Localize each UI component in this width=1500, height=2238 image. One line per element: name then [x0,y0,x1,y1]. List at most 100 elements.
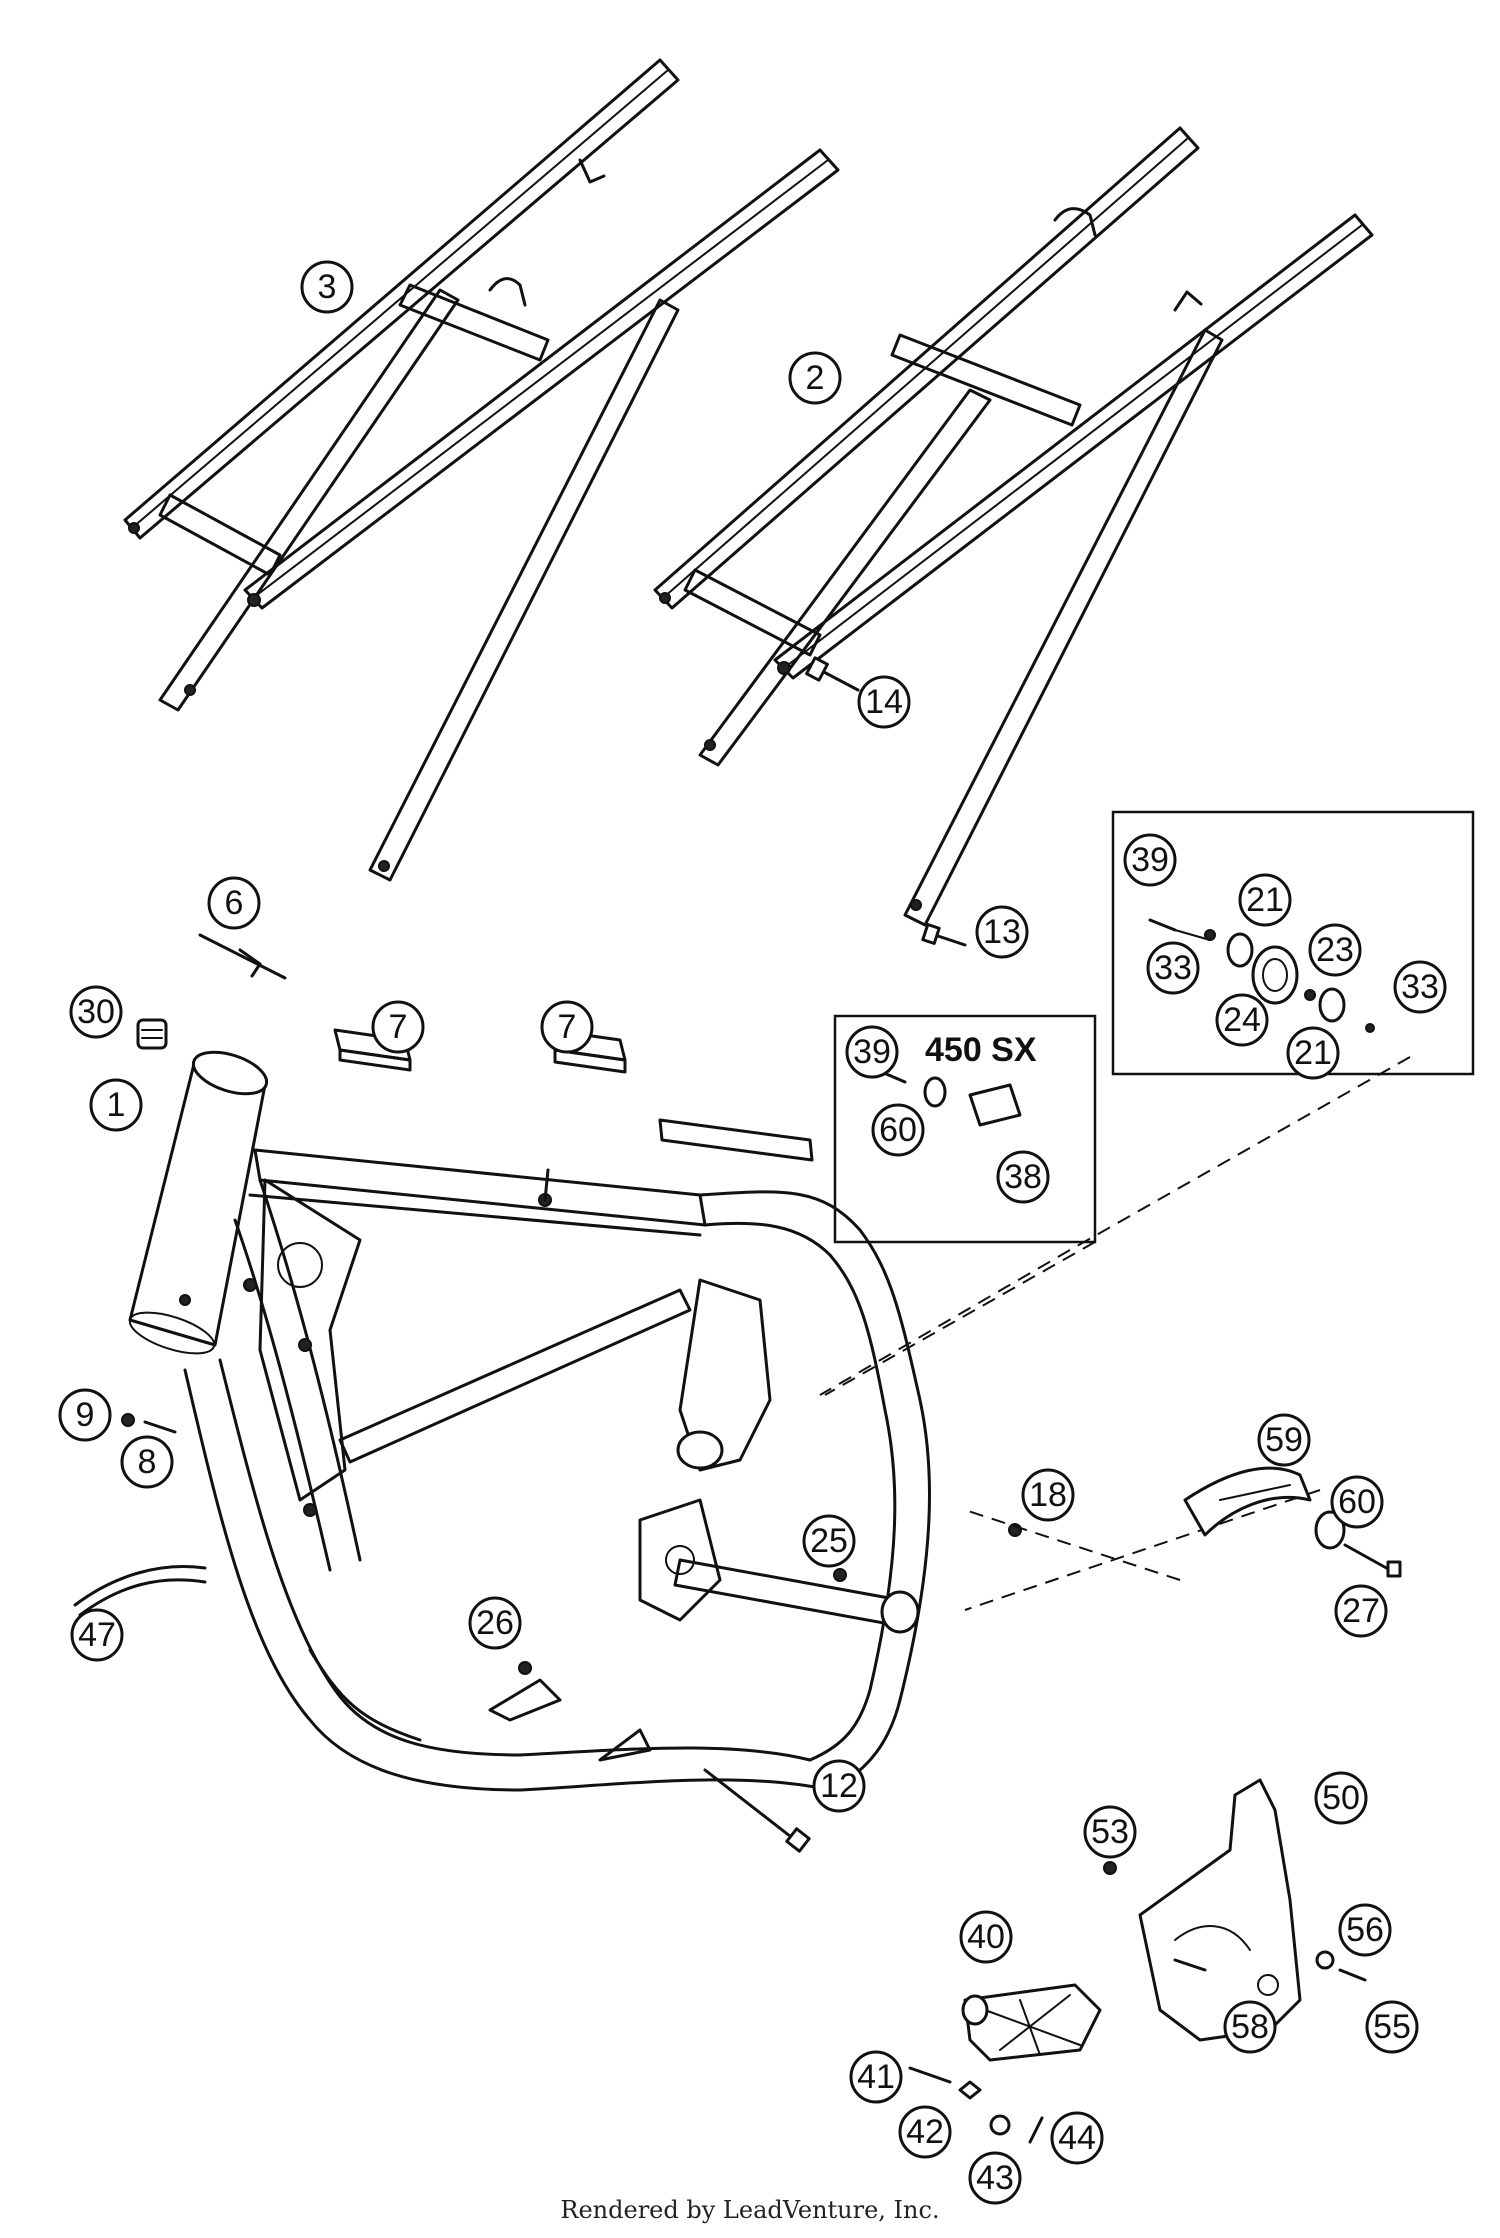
callout-8-label: 8 [138,1443,157,1481]
inset-box-450sx: 450 SX [833,1014,1097,1244]
guard-part-50 [1138,1778,1302,2042]
callout-14: 14 [857,675,911,729]
grommet-part-30 [136,1018,168,1050]
callout-24: 24 [1215,993,1269,1047]
callout-55-label: 55 [1373,2008,1411,2046]
callout-21a-label: 21 [1246,881,1284,919]
bolt-part-12 [703,1768,811,1853]
callout-27-label: 27 [1342,1592,1380,1630]
callout-14-label: 14 [865,683,903,721]
callout-21b-label: 21 [1294,1034,1332,1072]
callout-7-left: 7 [371,1000,425,1054]
callout-41-label: 41 [857,2058,895,2096]
callout-39-inset: 39 [1123,833,1177,887]
callout-60-inset: 60 [871,1103,925,1157]
callout-43-label: 43 [976,2159,1014,2197]
callout-7-right: 7 [540,1000,594,1054]
screw-part-58 [1173,1958,1207,1972]
nut-part-25 [833,1568,847,1582]
callout-59: 59 [1257,1413,1311,1467]
footpeg-part-40 [961,1983,1102,2062]
callout-58: 58 [1223,2000,1277,2054]
callout-44-label: 44 [1058,2119,1096,2157]
callout-42-label: 42 [906,2113,944,2151]
cable-clip-part-6 [198,933,287,980]
callout-30: 30 [69,985,123,1039]
callout-3-label: 3 [318,268,337,306]
callout-26-label: 26 [476,1604,514,1642]
footer-credit: Rendered by LeadVenture, Inc. [560,2196,940,2224]
callout-3: 3 [300,260,354,314]
callout-55: 55 [1365,2000,1419,2054]
callout-38: 38 [996,1150,1050,1204]
screw-part-8 [143,1420,177,1434]
callout-27: 27 [1334,1584,1388,1638]
callout-12-label: 12 [820,1767,858,1805]
subframe-part-2 [653,126,1374,927]
callout-47-label: 47 [78,1616,116,1654]
callout-6-label: 6 [225,884,244,922]
nut-part-9 [121,1413,135,1427]
guide-part-59 [1183,1466,1312,1537]
hose-part-47 [73,1565,207,1617]
callout-39b-label: 39 [853,1033,891,1071]
callout-33-right: 33 [1393,960,1447,1014]
callout-33b-label: 33 [1401,968,1439,1006]
callout-26: 26 [468,1596,522,1650]
callout-33-left: 33 [1146,941,1200,995]
callout-2: 2 [788,351,842,405]
callout-39-450sx: 39 [845,1025,899,1079]
callout-44: 44 [1050,2111,1104,2165]
callout-21-top: 21 [1238,873,1292,927]
bolt-part-27 [1343,1543,1402,1578]
callout-42: 42 [898,2105,952,2159]
callout-6: 6 [207,876,261,930]
callout-60b-label: 60 [1338,1483,1376,1521]
callout-40-label: 40 [967,1918,1005,1956]
callout-60a-label: 60 [879,1111,917,1149]
callout-43: 43 [968,2151,1022,2205]
callout-33a-label: 33 [1154,949,1192,987]
callout-30-label: 30 [77,993,115,1031]
callout-56-label: 56 [1346,1911,1384,1949]
callout-25: 25 [802,1514,856,1568]
callout-47: 47 [70,1608,124,1662]
callout-23: 23 [1308,923,1362,977]
bolt-part-14 [805,656,860,692]
variant-label: 450 SX [925,1031,1037,1069]
callout-53: 53 [1083,1805,1137,1859]
spring-part-42 [958,2080,982,2100]
callout-59-label: 59 [1265,1421,1303,1459]
callout-25-label: 25 [810,1522,848,1560]
callout-1-label: 1 [107,1086,126,1124]
cotter-part-44 [1028,2116,1044,2144]
callout-8: 8 [120,1435,174,1489]
callout-60: 60 [1330,1475,1384,1529]
callout-13-label: 13 [983,913,1021,951]
spacer-part-60 [1314,1510,1346,1550]
subframe-part-3 [123,58,840,882]
callout-50: 50 [1314,1771,1368,1825]
callout-40: 40 [959,1910,1013,1964]
callout-7a-label: 7 [389,1008,408,1046]
nut-part-26 [518,1661,532,1675]
callout-38-label: 38 [1004,1158,1042,1196]
washer-part-43 [989,2114,1011,2136]
callout-23-label: 23 [1316,931,1354,969]
callout-2-label: 2 [806,359,825,397]
callout-7b-label: 7 [558,1008,577,1046]
callout-18-label: 18 [1029,1476,1067,1514]
callout-24-label: 24 [1223,1001,1261,1039]
callout-1: 1 [89,1078,143,1132]
inset-box-linkage [1111,810,1475,1076]
callout-9-label: 9 [76,1396,95,1434]
washer-part-56 [1315,1950,1335,1970]
callout-56: 56 [1338,1903,1392,1957]
callout-53-label: 53 [1091,1813,1129,1851]
screw-part-55 [1338,1968,1367,1982]
callout-18: 18 [1021,1468,1075,1522]
callout-41: 41 [849,2050,903,2104]
callout-39a-label: 39 [1131,841,1169,879]
callout-21-bottom: 21 [1286,1026,1340,1080]
